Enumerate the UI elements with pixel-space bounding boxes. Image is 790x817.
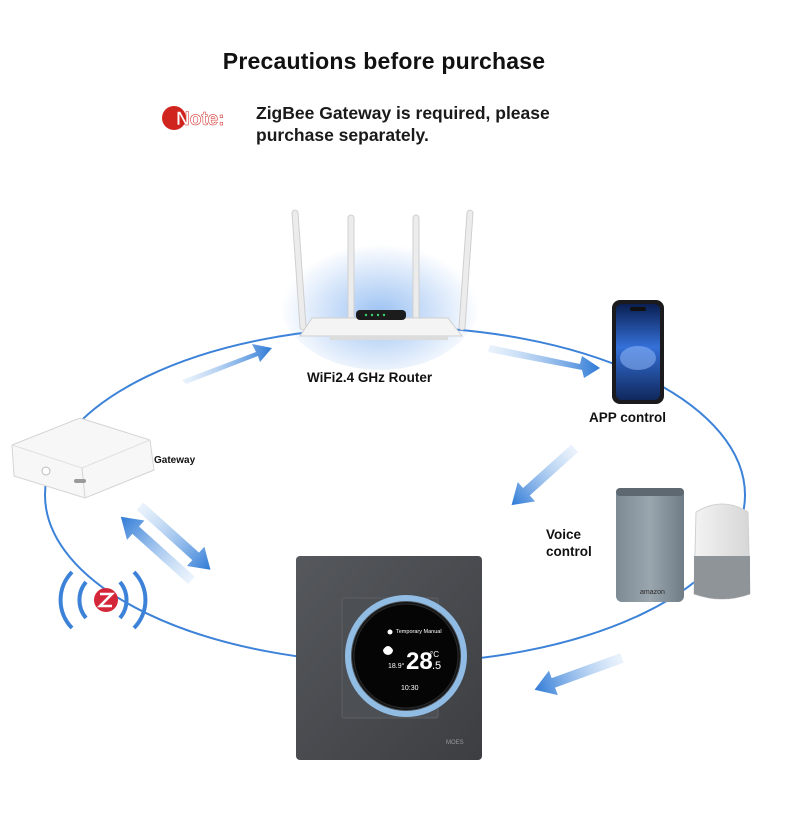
router-label: WiFi2.4 GHz Router: [307, 370, 433, 385]
temperature-unit: °C: [430, 650, 439, 659]
voice-control-label-line2: control: [546, 544, 592, 559]
note-text: ZigBee Gateway is required, please purch…: [256, 103, 550, 145]
thermostat-mode: Temporary Manual: [396, 629, 442, 635]
gateway-label: Gateway: [154, 455, 196, 466]
arrow-gateway-to-thermostat: [136, 502, 211, 570]
page-title: Precautions before purchase: [222, 48, 546, 74]
thermostat-brand: MOES: [446, 740, 464, 746]
note-label: Note:: [176, 109, 225, 130]
arrow-thermostat-to-gateway: [120, 516, 195, 585]
speaker-brand: amazon: [640, 589, 665, 596]
phone-icon: [612, 300, 664, 404]
app-control-label: APP control: [589, 410, 667, 425]
gateway-icon: [11, 417, 155, 499]
voice-control-label-line1: Voice: [546, 527, 582, 542]
set-temperature-decimal: .5: [432, 660, 441, 672]
arrow-phone-to-thermostat: [511, 444, 579, 506]
arrow-router-to-phone: [488, 345, 600, 378]
set-temperature: 28: [406, 648, 433, 675]
room-temperature: 18.9°: [388, 662, 405, 670]
router-icon: [291, 209, 474, 340]
zigbee-icon: [58, 570, 148, 630]
thermostat-icon: Temporary Manual 18.9° 28 °C .5 10:30 MO…: [296, 556, 482, 760]
arrow-gateway-to-router: [182, 344, 272, 384]
arrow-speaker-to-thermostat: [534, 653, 624, 696]
router-glow: [280, 230, 480, 370]
clock-time: 10:30: [401, 685, 419, 692]
note-badge: Note:: [162, 106, 225, 130]
data-flow-arrows: [120, 344, 624, 696]
speaker-icon: amazon: [616, 488, 751, 602]
